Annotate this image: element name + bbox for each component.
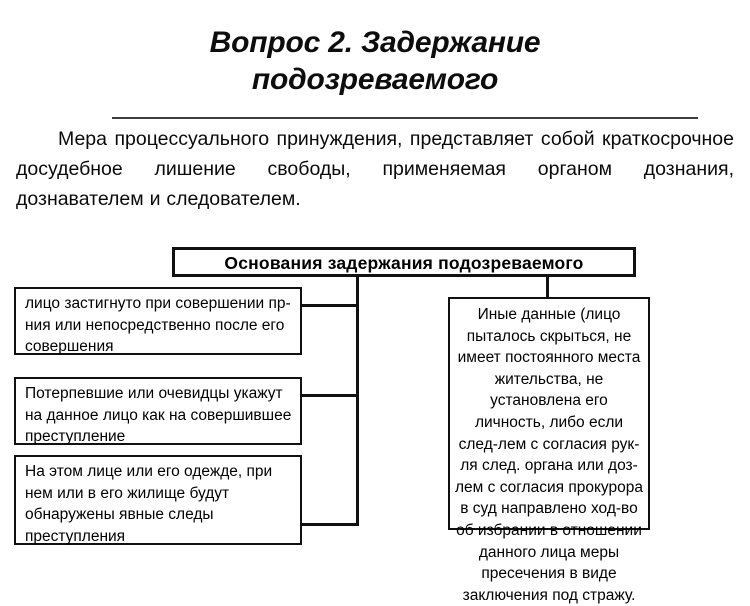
connector-branch-left-3 [299,523,359,526]
definition-paragraph: Мера процессуального принуждения, предст… [16,128,734,210]
diagram-header-label: Основания задержания подозреваемого [224,253,584,273]
connector-branch-right [546,277,549,298]
ground-box-2-label: Потерпевшие или очевидцы укажут на данно… [25,385,292,445]
connector-trunk-vertical [356,277,359,526]
ground-box-other-data: Иные данные (лицо пыталось скрыться, не … [448,297,650,604]
ground-box-3: На этом лице или его одежде, при нем или… [14,455,302,545]
ground-box-1: лицо застигнуто при совершении пр-ния ил… [14,287,302,355]
page-title-line-2: подозреваемого [251,63,499,96]
title-divider [112,117,698,119]
ground-box-3-label: На этом лице или его одежде, при нем или… [25,463,273,545]
page-title: Вопрос 2. Задержание подозреваемого [60,24,690,98]
slide-canvas: Вопрос 2. Задержание подозреваемого Мера… [14,24,734,604]
connector-branch-left-2 [299,394,359,397]
connector-branch-left-1 [299,304,359,307]
page-title-line-1: Вопрос 2. Задержание [209,26,541,59]
ground-box-1-label: лицо застигнуто при совершении пр-ния ил… [25,295,291,355]
ground-box-2: Потерпевшие или очевидцы укажут на данно… [14,377,302,445]
ground-box-other-data-label: Иные данные (лицо пыталось скрыться, не … [455,306,643,604]
diagram-header-box: Основания задержания подозреваемого [172,247,636,277]
